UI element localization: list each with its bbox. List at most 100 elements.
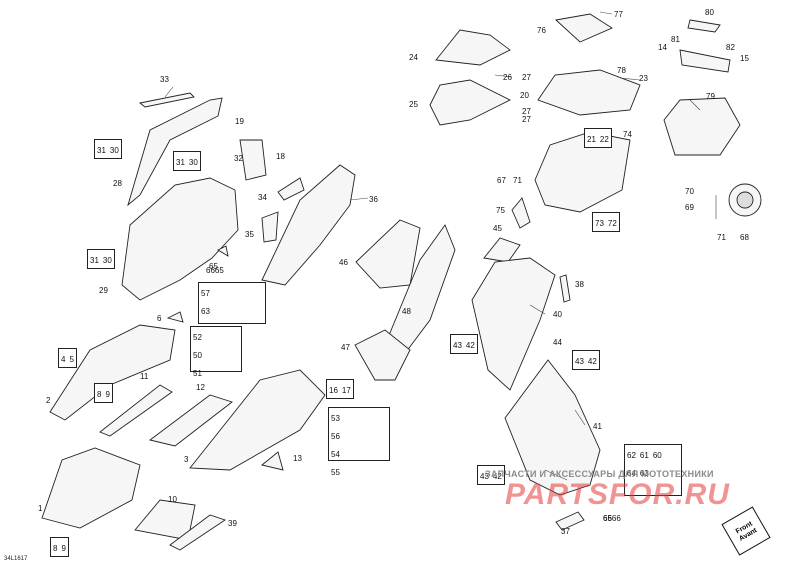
callout-number: 30	[109, 146, 119, 155]
label-part: 80	[705, 8, 714, 17]
label-part: 32	[234, 154, 243, 163]
label-part: 34	[258, 193, 267, 202]
callout-number: 21	[587, 135, 596, 144]
label-part: 27	[522, 107, 531, 116]
label-part: 46	[339, 258, 348, 267]
part-76	[555, 13, 613, 43]
part-29	[121, 177, 239, 301]
label-part: 20	[520, 91, 529, 100]
part-46	[355, 219, 421, 289]
part-18	[239, 139, 267, 181]
label-part: 2	[46, 396, 51, 405]
callout-number: 57	[201, 289, 210, 298]
label-part: 68	[740, 233, 749, 242]
part-33	[138, 92, 195, 108]
part-10	[134, 499, 196, 541]
label-part: 70	[685, 187, 694, 196]
label-part: 48	[402, 307, 411, 316]
label-part: 39	[228, 519, 237, 528]
label-part: 27	[522, 115, 531, 124]
callout-number: 31	[97, 146, 106, 155]
part-6	[166, 311, 184, 323]
callout-number: 30	[188, 158, 198, 167]
part-79	[663, 97, 741, 156]
label-part: 10	[168, 495, 177, 504]
label-part: 37	[561, 527, 570, 536]
callout-number: 42	[465, 341, 475, 350]
label-part: 29	[99, 286, 108, 295]
label-part: 78	[617, 66, 626, 75]
label-part: 12	[196, 383, 205, 392]
part-37	[555, 511, 585, 531]
watermark-logo: PARTSFOR.RU	[505, 478, 730, 511]
callout-number: 64	[627, 469, 636, 478]
label-part: 41	[593, 422, 602, 431]
callout-number: 63	[639, 469, 649, 478]
part-75	[511, 197, 531, 229]
part-14	[679, 49, 731, 73]
watermark-subtitle: ЗАПЧАСТИ И АКСЕССУАРЫ ДЛЯ МОТОТЕХНИКИ	[485, 469, 714, 479]
callout-number: 9	[105, 390, 110, 399]
part-80	[687, 19, 721, 33]
label-part: 79	[706, 92, 715, 101]
label-part: 69	[685, 203, 694, 212]
callout-number: 53	[331, 414, 340, 423]
label-part: 33	[160, 75, 169, 84]
label-part: 71	[513, 176, 522, 185]
label-part: 28	[113, 179, 122, 188]
callout-number: 72	[607, 219, 617, 228]
callout-number: 8	[97, 390, 102, 399]
label-part: 24	[409, 53, 418, 62]
label-part: 6	[157, 314, 162, 323]
callout-number: 51	[193, 369, 202, 378]
part-34	[277, 177, 305, 201]
label-part: 75	[496, 206, 505, 215]
callout-number: 73	[595, 219, 604, 228]
diagram-code: 34L1617	[4, 556, 28, 562]
label-part: 18	[276, 152, 285, 161]
label-part: 11	[140, 372, 149, 381]
part-24	[435, 29, 511, 66]
callout-number: 52	[193, 333, 202, 342]
callout-number: 5	[69, 355, 74, 364]
label-part: 25	[409, 100, 418, 109]
callout-number: 30	[102, 256, 112, 265]
label-part: 76	[537, 26, 546, 35]
label-part: 66	[603, 514, 612, 523]
callout-number: 60	[652, 451, 662, 460]
callout-number: 61	[639, 451, 649, 460]
part-40	[471, 257, 556, 391]
callout-number: 62	[627, 451, 636, 460]
label-part: 27	[522, 73, 531, 82]
label-part: 71	[717, 233, 726, 242]
callout-number: 50	[193, 351, 202, 360]
label-part: 67	[497, 176, 506, 185]
label-part: 77	[614, 10, 623, 19]
callout-number: 43	[480, 472, 489, 481]
part-36	[261, 164, 356, 286]
label-part: 15	[740, 54, 749, 63]
callout-number: 43	[453, 341, 462, 350]
part-41	[504, 359, 601, 496]
part-6665	[217, 245, 229, 257]
label-part: 82	[726, 43, 735, 52]
part-20	[537, 69, 641, 116]
part-2	[49, 324, 176, 421]
part-28	[127, 97, 223, 207]
label-part: 81	[671, 35, 680, 44]
callout-number: 17	[341, 386, 351, 395]
part-25	[429, 79, 512, 126]
part-35	[261, 211, 279, 243]
label-part: 65	[209, 262, 218, 271]
